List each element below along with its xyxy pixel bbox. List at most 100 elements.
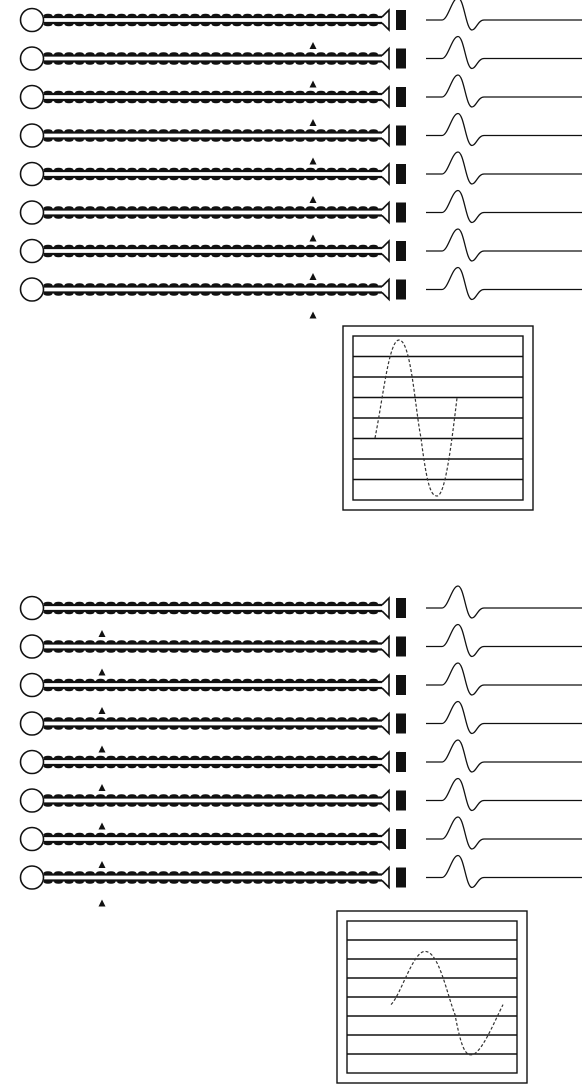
- myelin-bead: [285, 764, 294, 769]
- myelin-bead: [264, 687, 273, 692]
- myelin-bead: [285, 13, 294, 18]
- myelin-bead: [43, 22, 53, 27]
- myelin-bead: [96, 206, 105, 211]
- myelin-bead: [316, 687, 326, 692]
- myelin-bead: [369, 764, 378, 769]
- myelin-bead: [138, 99, 147, 104]
- myelin-beads: [43, 871, 378, 884]
- myelin-bead: [180, 755, 189, 760]
- myelin-bead: [96, 283, 105, 287]
- myelin-bead: [169, 99, 179, 104]
- myelin-bead: [159, 176, 168, 181]
- myelin-bead: [159, 880, 168, 884]
- myelin-bead: [127, 649, 137, 653]
- myelin-bead: [306, 283, 315, 287]
- myelin-bead: [43, 129, 53, 134]
- myelin-bead: [295, 678, 305, 683]
- myelin-bead: [274, 138, 284, 142]
- axon-terminal: [381, 162, 390, 186]
- myelin-bead: [369, 640, 378, 644]
- myelin-bead: [96, 292, 105, 296]
- myelin-bead: [337, 138, 347, 142]
- myelin-bead: [264, 52, 273, 56]
- myelin-bead: [253, 52, 263, 56]
- myelin-bead: [96, 52, 105, 56]
- myelin-bead: [222, 726, 231, 730]
- myelin-bead: [127, 22, 137, 27]
- myelin-bead: [369, 687, 378, 692]
- recording-electrode: [396, 636, 406, 657]
- myelin-bead: [201, 13, 210, 18]
- myelin-bead: [138, 803, 147, 807]
- myelin-bead: [211, 601, 221, 606]
- myelin-bead: [190, 129, 200, 134]
- neuron-row: [19, 777, 582, 813]
- neuron-row: [19, 189, 582, 225]
- myelin-bead: [85, 167, 95, 172]
- myelin-bead: [306, 880, 315, 884]
- myelin-bead: [348, 610, 357, 615]
- myelin-bead: [232, 283, 242, 287]
- myelin-bead: [169, 649, 179, 653]
- myelin-bead: [306, 253, 315, 258]
- myelin-beads: [43, 129, 378, 142]
- myelin-bead: [306, 52, 315, 56]
- myelin-bead: [75, 764, 84, 769]
- myelin-bead: [43, 640, 53, 644]
- myelin-bead: [306, 176, 315, 181]
- myelin-bead: [232, 794, 242, 798]
- myelin-bead: [201, 794, 210, 798]
- myelin-bead: [337, 687, 347, 692]
- myelin-bead: [43, 649, 53, 653]
- myelin-bead: [274, 206, 284, 211]
- myelin-bead: [85, 52, 95, 56]
- myelin-bead: [348, 832, 357, 837]
- myelin-bead: [295, 841, 305, 846]
- myelin-bead: [43, 794, 53, 798]
- myelin-beads: [43, 678, 378, 692]
- myelin-bead: [180, 841, 189, 846]
- myelin-bead: [222, 90, 231, 95]
- myelin-bead: [211, 206, 221, 211]
- stimulus-arrow-icon: [309, 311, 317, 319]
- myelin-bead: [264, 678, 273, 683]
- myelin-bead: [327, 880, 336, 884]
- recording-electrode: [396, 598, 406, 618]
- myelin-bead: [295, 215, 305, 219]
- myelin-bead: [264, 215, 273, 219]
- myelin-bead: [222, 22, 231, 27]
- myelin-bead: [316, 61, 326, 65]
- myelin-bead: [243, 717, 252, 721]
- myelin-bead: [243, 13, 252, 18]
- myelin-bead: [201, 649, 210, 653]
- myelin-bead: [337, 99, 347, 104]
- myelin-beads: [43, 52, 378, 65]
- myelin-bead: [64, 61, 74, 65]
- myelin-bead: [201, 244, 210, 249]
- myelin-bead: [211, 167, 221, 172]
- myelin-bead: [64, 726, 74, 730]
- myelin-bead: [169, 283, 179, 287]
- myelin-bead: [148, 649, 158, 653]
- myelin-bead: [180, 794, 189, 798]
- myelin-bead: [274, 167, 284, 172]
- myelin-bead: [337, 610, 347, 615]
- action-potential-trace: [426, 739, 582, 773]
- myelin-bead: [190, 90, 200, 95]
- myelin-bead: [96, 610, 105, 615]
- myelin-bead: [348, 206, 357, 211]
- myelin-bead: [316, 841, 326, 846]
- myelin-bead: [316, 90, 326, 95]
- myelin-bead: [274, 22, 284, 27]
- myelin-bead: [253, 640, 263, 644]
- myelin-bead: [211, 292, 221, 296]
- myelin-bead: [106, 649, 116, 653]
- neuron-row: [19, 74, 582, 110]
- myelin-bead: [43, 52, 53, 56]
- myelin-bead: [148, 764, 158, 769]
- myelin-bead: [337, 283, 347, 287]
- myelin-bead: [253, 717, 263, 721]
- myelin-bead: [201, 52, 210, 56]
- myelin-bead: [295, 99, 305, 104]
- myelin-bead: [64, 832, 74, 837]
